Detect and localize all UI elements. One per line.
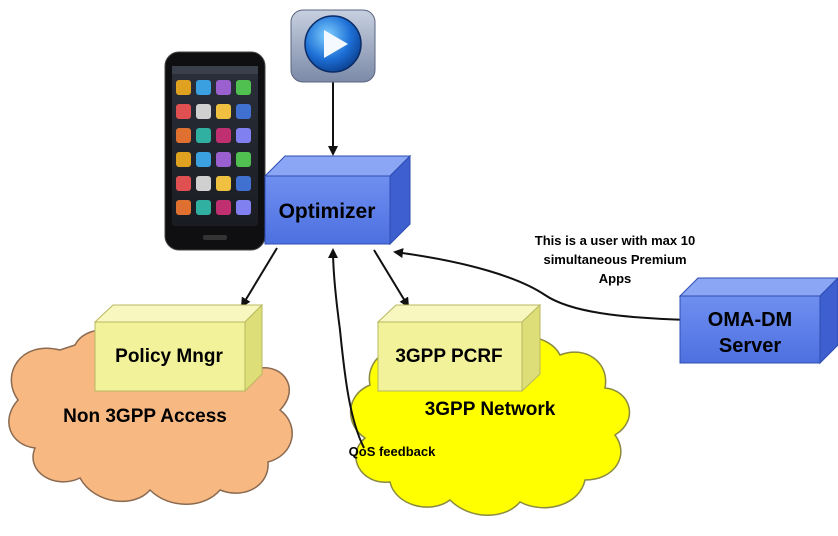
phone-app-tile	[176, 176, 191, 191]
phone-app-tile	[176, 104, 191, 119]
phone-app-tile	[196, 200, 211, 215]
policy-mngr-box: Policy Mngr	[93, 303, 264, 393]
phone-app-tile	[216, 80, 231, 95]
3gpp-network-label: 3GPP Network	[425, 399, 556, 420]
phone-app-tile	[216, 104, 231, 119]
phone-app-tile	[236, 104, 251, 119]
user-annotation: This is a user with max 10 simultaneous …	[535, 233, 695, 286]
phone-app-tile	[196, 80, 211, 95]
optimizer-to-pcrf-arrow	[373, 249, 410, 308]
policy-mngr-label: Policy Mngr	[115, 346, 223, 367]
omadm-label-line2: Server	[719, 335, 781, 357]
qos-feedback-label: QoS feedback	[349, 444, 436, 459]
phone-app-tile	[176, 152, 191, 167]
user-annotation-line1: This is a user with max 10	[535, 233, 695, 248]
phone-app-tile	[196, 104, 211, 119]
phone-app-tile	[236, 80, 251, 95]
smartphone-icon	[164, 51, 266, 251]
pcrf-box: 3GPP PCRF	[376, 303, 542, 393]
phone-app-tile	[176, 200, 191, 215]
phone-app-tile	[176, 80, 191, 95]
phone-app-tile	[236, 152, 251, 167]
phone-app-tile	[196, 128, 211, 143]
pcrf-label: 3GPP PCRF	[395, 346, 502, 367]
play-button-icon	[290, 9, 376, 83]
connectors	[240, 82, 691, 449]
phone-app-tile	[216, 152, 231, 167]
optimizer-box: Optimizer	[263, 154, 412, 246]
omadm-server-box: OMA-DM Server	[678, 277, 838, 365]
phone-app-tile	[216, 200, 231, 215]
phone-app-tile	[236, 128, 251, 143]
optimizer-label: Optimizer	[279, 200, 376, 223]
optimizer-to-policy-arrow	[240, 247, 278, 308]
phone-app-tile	[196, 176, 211, 191]
qos-feedback-arrow	[328, 248, 365, 449]
non3gpp-access-label: Non 3GPP Access	[63, 406, 227, 427]
user-annotation-line3: Apps	[599, 271, 632, 286]
user-annotation-line2: simultaneous Premium	[543, 252, 686, 267]
omadm-to-optimizer-arrow	[393, 248, 691, 321]
omadm-label-line1: OMA-DM	[708, 309, 792, 331]
phone-app-tile	[216, 176, 231, 191]
phone-app-tile	[196, 152, 211, 167]
phone-app-tile	[216, 128, 231, 143]
phone-app-tile	[176, 128, 191, 143]
phone-app-tile	[236, 200, 251, 215]
phone-app-tile	[236, 176, 251, 191]
